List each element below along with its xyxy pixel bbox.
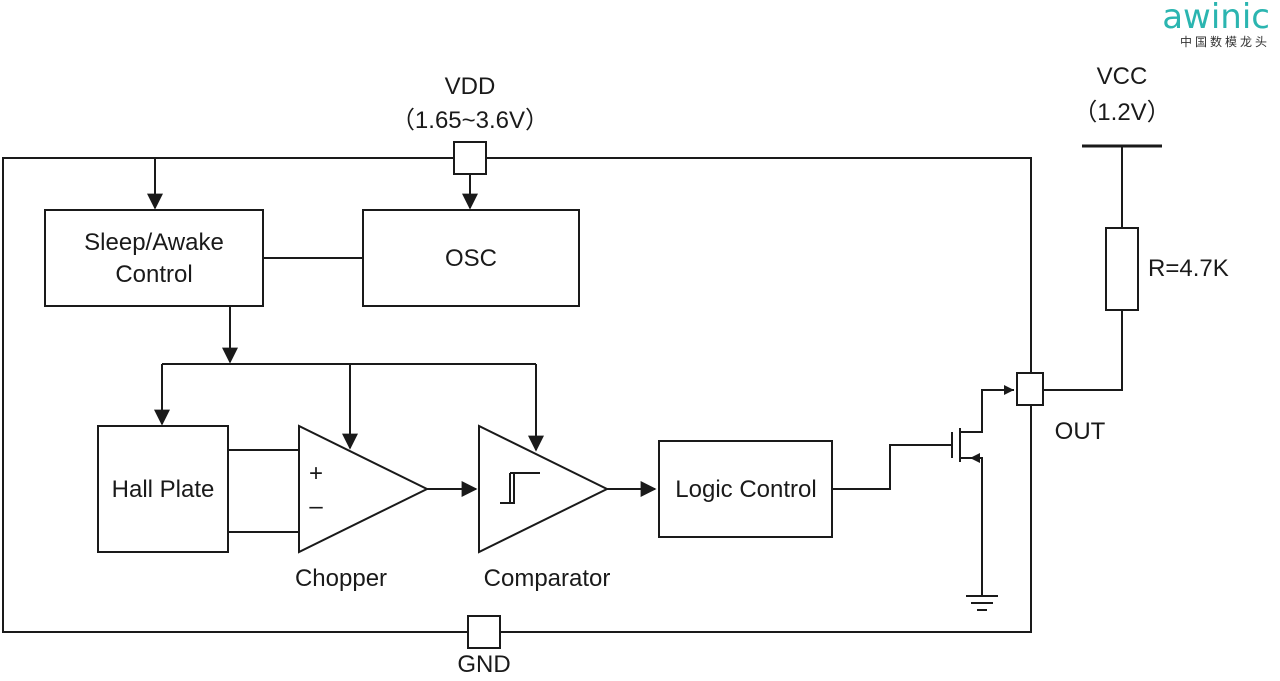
out-pin: OUT — [1016, 372, 1106, 445]
nmos-output-transistor — [951, 385, 1014, 596]
sleep-awake-control-block: Sleep/Awake Control — [44, 209, 264, 307]
hall-plate-block: Hall Plate — [97, 425, 229, 553]
vcc-value: （1.2V） — [1073, 99, 1170, 126]
gnd-pin: GND — [457, 615, 511, 678]
logo-brand: awinic — [1162, 0, 1270, 37]
osc-label: OSC — [445, 245, 497, 272]
vcc-supply: VCC （1.2V） — [1073, 63, 1171, 148]
sleep-awake-label-2: Control — [115, 261, 192, 288]
logo-tagline: 中国数模龙头 — [1180, 34, 1270, 49]
chopper-plus: + — [309, 460, 323, 487]
comparator-label: Comparator — [484, 565, 611, 592]
vdd-pin — [453, 141, 487, 175]
vdd-label: VDD — [445, 73, 496, 100]
vdd-supply: VDD （1.65~3.6V） — [391, 73, 549, 175]
osc-block: OSC — [362, 209, 580, 307]
hysteresis-icon — [500, 472, 540, 504]
vdd-range: （1.65~3.6V） — [391, 107, 549, 134]
comparator: Comparator — [478, 424, 611, 592]
pullup-resistor: R=4.7K — [1105, 227, 1229, 311]
chopper-label: Chopper — [295, 565, 387, 592]
logic-to-gate-wire — [832, 444, 952, 490]
hall-plate-label: Hall Plate — [112, 476, 215, 503]
ground-symbol-icon — [966, 595, 998, 611]
sleep-awake-label-1: Sleep/Awake — [84, 229, 224, 256]
gnd-label: GND — [457, 651, 510, 678]
logic-control-label: Logic Control — [675, 476, 816, 503]
chopper-minus: – — [309, 493, 323, 520]
resistor-label: R=4.7K — [1148, 255, 1229, 282]
out-to-resistor-wire — [1043, 310, 1123, 391]
chopper-amplifier: + – Chopper — [295, 424, 430, 592]
vcc-label: VCC — [1097, 63, 1148, 90]
awinic-logo: awinic 中国数模龙头 — [1162, 0, 1270, 49]
logic-control-block: Logic Control — [658, 440, 833, 538]
out-label: OUT — [1055, 418, 1106, 445]
